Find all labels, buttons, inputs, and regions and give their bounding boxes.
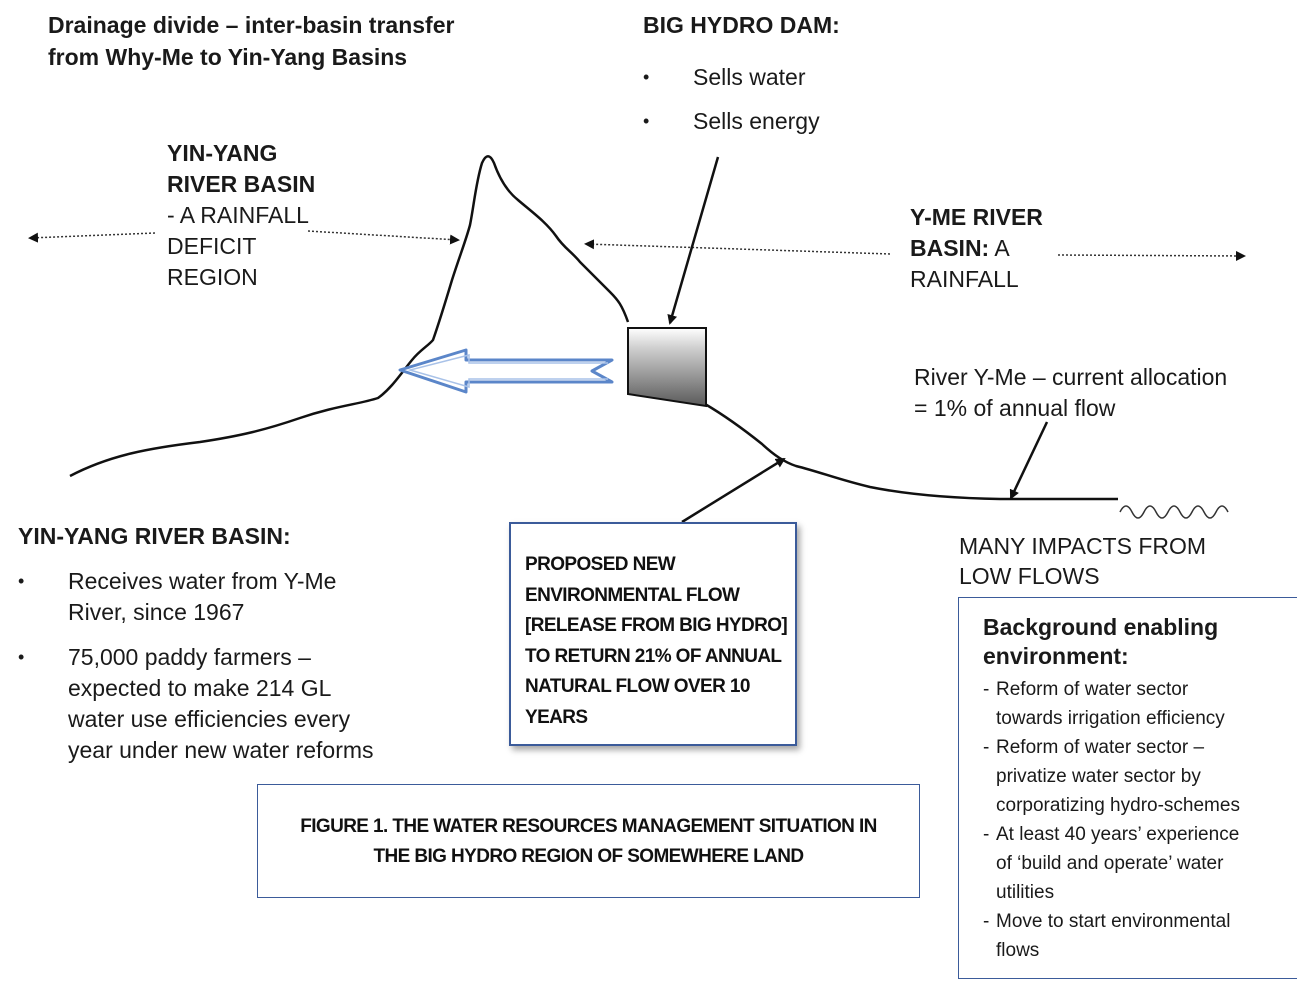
background-item: Move to start environmental flows bbox=[983, 907, 1293, 965]
yinyang-basin-title: YIN-YANG RIVER BASIN: bbox=[18, 523, 291, 549]
bullet-line: Receives water from Y-Me bbox=[68, 568, 337, 594]
low-flow-squiggle bbox=[1119, 505, 1229, 519]
river-allocation-label: River Y-Me – current allocation = 1% of … bbox=[914, 362, 1227, 424]
item-line: Move to start environmental bbox=[996, 911, 1231, 932]
river-allocation-line: River Y-Me – current allocation bbox=[914, 364, 1228, 390]
impacts-line: LOW FLOWS bbox=[959, 563, 1100, 589]
yinyang-label-desc-line: - A RAINFALL bbox=[167, 202, 309, 228]
yme-basin-label: Y-ME RIVER BASIN: A RAINFALL bbox=[910, 202, 1043, 295]
dam-icon bbox=[627, 327, 707, 408]
proposal-line: PROPOSED NEW bbox=[525, 554, 676, 575]
figure-caption-line: THE BIG HYDRO REGION OF SOMEWHERE LAND bbox=[373, 846, 804, 867]
proposal-pointer-arrow bbox=[681, 457, 786, 524]
figure-caption-box: FIGURE 1. THE WATER RESOURCES MANAGEMENT… bbox=[257, 784, 920, 898]
dam-label: BIG HYDRO DAM: Sells water Sells energy bbox=[643, 10, 840, 143]
yme-label-desc-inline: A bbox=[989, 235, 1010, 261]
proposal-text: PROPOSED NEW ENVIRONMENTAL FLOW [RELEASE… bbox=[525, 550, 788, 733]
impacts-label: MANY IMPACTS FROM LOW FLOWS bbox=[959, 531, 1206, 591]
figure-caption: FIGURE 1. THE WATER RESOURCES MANAGEMENT… bbox=[258, 812, 919, 872]
proposal-line: NATURAL FLOW OVER 10 bbox=[525, 676, 750, 697]
item-line: flows bbox=[996, 940, 1040, 961]
background-title-line: Background enabling bbox=[983, 614, 1219, 640]
proposal-line: YEARS bbox=[525, 706, 588, 728]
divide-title-line: Drainage divide – inter-basin transfer bbox=[48, 12, 455, 38]
background-box: Background enabling environment: Reform … bbox=[958, 597, 1297, 979]
yinyang-basin-bullet: 75,000 paddy farmers – expected to make … bbox=[18, 642, 458, 766]
item-line: towards irrigation efficiency bbox=[996, 708, 1225, 729]
divide-title: Drainage divide – inter-basin transfer f… bbox=[48, 9, 454, 73]
dam-title: BIG HYDRO DAM: bbox=[643, 12, 840, 38]
impacts-line: MANY IMPACTS FROM bbox=[959, 533, 1207, 559]
item-line: utilities bbox=[996, 882, 1055, 903]
yme-extent-arrow bbox=[1057, 250, 1246, 261]
figure-caption-line: FIGURE 1. THE WATER RESOURCES MANAGEMENT… bbox=[300, 816, 877, 837]
yinyang-basin-bullet: Receives water from Y-Me River, since 19… bbox=[18, 566, 458, 628]
yinyang-basin-label: YIN-YANG RIVER BASIN - A RAINFALL DEFICI… bbox=[167, 138, 315, 293]
yinyang-label-title-line: YIN-YANG bbox=[167, 140, 278, 166]
bullet-line: year under new water reforms bbox=[68, 737, 374, 763]
yinyang-divide-arrow bbox=[307, 230, 460, 245]
yme-divide-arrow bbox=[584, 239, 891, 255]
item-line: corporatizing hydro-schemes bbox=[996, 795, 1240, 816]
proposal-line: [RELEASE FROM BIG HYDRO] bbox=[525, 615, 788, 636]
dam-pointer-arrow bbox=[667, 156, 720, 325]
yinyang-label-desc-line: REGION bbox=[167, 264, 258, 290]
background-item: Reform of water sector – privatize water… bbox=[983, 733, 1293, 820]
background-item: Reform of water sector towards irrigatio… bbox=[983, 675, 1293, 733]
river-bed bbox=[704, 402, 1118, 501]
transfer-arrow bbox=[398, 348, 614, 394]
bullet-line: water use efficiencies every bbox=[68, 706, 351, 732]
yinyang-label-title-line: RIVER BASIN bbox=[167, 171, 316, 197]
item-line: Reform of water sector bbox=[996, 679, 1189, 700]
yme-label-title-line: BASIN: bbox=[910, 235, 990, 261]
yinyang-basin-info: YIN-YANG RIVER BASIN: Receives water fro… bbox=[18, 521, 458, 766]
dam-bullet: Sells energy bbox=[643, 99, 840, 143]
bullet-line: 75,000 paddy farmers – bbox=[68, 644, 311, 670]
proposal-line: TO RETURN 21% OF ANNUAL bbox=[525, 645, 782, 667]
item-line: privatize water sector by bbox=[996, 766, 1201, 787]
yme-label-title-line: Y-ME RIVER bbox=[910, 204, 1043, 230]
background-content: Background enabling environment: bbox=[983, 613, 1218, 671]
allocation-pointer-arrow bbox=[1009, 421, 1049, 500]
background-title-line: environment: bbox=[983, 643, 1129, 669]
mountain-profile bbox=[69, 155, 630, 478]
dam-bullet: Sells water bbox=[643, 55, 840, 99]
yme-label-desc: RAINFALL bbox=[910, 266, 1019, 292]
item-line: Reform of water sector – bbox=[996, 737, 1205, 758]
item-line: of ‘build and operate’ water bbox=[996, 853, 1224, 874]
proposal-box: PROPOSED NEW ENVIRONMENTAL FLOW [RELEASE… bbox=[509, 522, 797, 746]
bullet-line: expected to make 214 GL bbox=[68, 675, 332, 701]
item-line: At least 40 years’ experience bbox=[996, 824, 1240, 845]
background-list: Reform of water sector towards irrigatio… bbox=[983, 675, 1293, 965]
background-item: At least 40 years’ experience of ‘build … bbox=[983, 820, 1293, 907]
divide-title-line: from Why-Me to Yin-Yang Basins bbox=[48, 44, 408, 70]
river-allocation-line: = 1% of annual flow bbox=[914, 395, 1116, 421]
proposal-line: ENVIRONMENTAL FLOW bbox=[525, 584, 740, 606]
yinyang-label-desc-line: DEFICIT bbox=[167, 233, 257, 259]
yinyang-extent-arrow bbox=[28, 232, 156, 243]
bullet-line: River, since 1967 bbox=[68, 599, 245, 625]
